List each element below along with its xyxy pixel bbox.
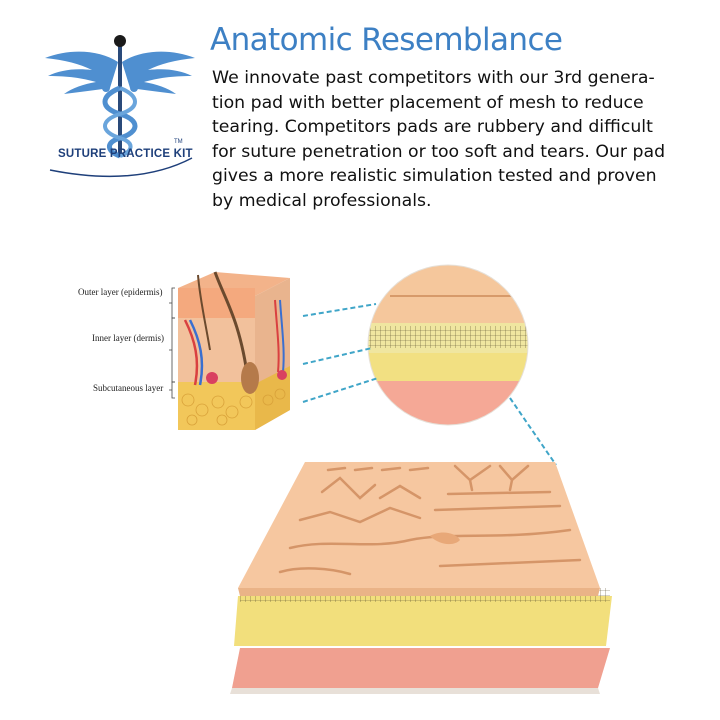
label-dermis: Inner layer (dermis) (92, 333, 164, 343)
logo-trademark: TM (174, 139, 183, 145)
description-line: tion pad with better placement of mesh t… (212, 92, 644, 113)
skin-cross-section (169, 271, 290, 430)
description-line: for suture penetration or too soft and t… (212, 141, 666, 162)
description-line: We innovate past competitors with our 3r… (212, 68, 655, 88)
description: We innovate past competitors with our 3r… (212, 66, 712, 213)
suture-pad (230, 462, 612, 694)
caduceus-icon (45, 35, 195, 178)
leader-lines (302, 303, 557, 466)
label-subcutaneous: Subcutaneous layer (93, 383, 164, 393)
logo-brand-text: SUTURE PRACTICE KIT (58, 148, 193, 160)
description-line: by medical professionals. (212, 190, 432, 211)
description-line: gives a more realistic simulation tested… (212, 166, 657, 186)
magnified-pad-layers (368, 265, 528, 425)
label-epidermis: Outer layer (epidermis) (78, 287, 163, 297)
logo (40, 30, 200, 180)
description-line: tearing. Competitors pads are rubbery an… (212, 117, 653, 137)
page-title: Anatomic Resemblance (210, 22, 563, 58)
